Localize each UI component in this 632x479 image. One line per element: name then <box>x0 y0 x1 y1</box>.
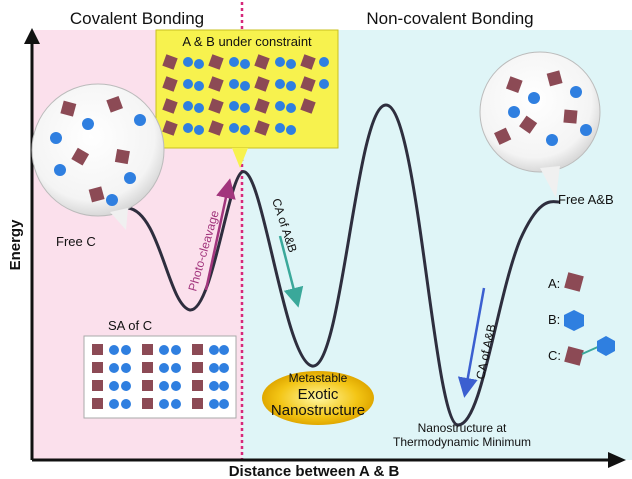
legend-b-label: B: <box>548 312 560 327</box>
ca-arrow-2 <box>457 287 486 398</box>
y-axis-arrow <box>24 28 40 44</box>
photo-cleavage-arrow <box>204 178 236 291</box>
exotic-label-line2: Nanostructure <box>271 402 365 419</box>
legend-a-label: A: <box>548 276 560 291</box>
exotic-glow <box>262 371 374 425</box>
free-ab-label: Free A&B <box>558 192 614 207</box>
free-c-bubble <box>31 83 165 230</box>
free-c-label: Free C <box>56 234 96 249</box>
constraint-pointer <box>232 148 248 168</box>
free-ab-bubble <box>479 51 601 198</box>
legend: A: B: C: <box>548 272 615 366</box>
constraint-title: A & B under constraint <box>182 34 312 49</box>
exotic-label-line1: Exotic <box>298 386 339 403</box>
noncovalent-title: Non-covalent Bonding <box>366 9 533 28</box>
y-axis-label: Energy <box>7 219 24 271</box>
metastable-label: Metastable <box>289 371 348 385</box>
x-axis-arrow <box>608 452 626 468</box>
x-axis-label: Distance between A & B <box>229 463 400 479</box>
constraint-pattern <box>162 54 329 136</box>
legend-c-molecule-icon <box>564 336 615 366</box>
covalent-title: Covalent Bonding <box>70 9 204 28</box>
legend-a-cube-icon <box>564 272 584 292</box>
ca-arrow-1 <box>278 235 304 308</box>
thermo-label-line1: Nanostructure at <box>418 421 507 435</box>
legend-b-hexagon-icon <box>564 310 584 331</box>
sa-of-c-box <box>83 335 237 419</box>
thermo-label-line2: Thermodynamic Minimum <box>393 435 531 449</box>
legend-c-label: C: <box>548 348 561 363</box>
sa-of-c-label: SA of C <box>108 318 152 333</box>
